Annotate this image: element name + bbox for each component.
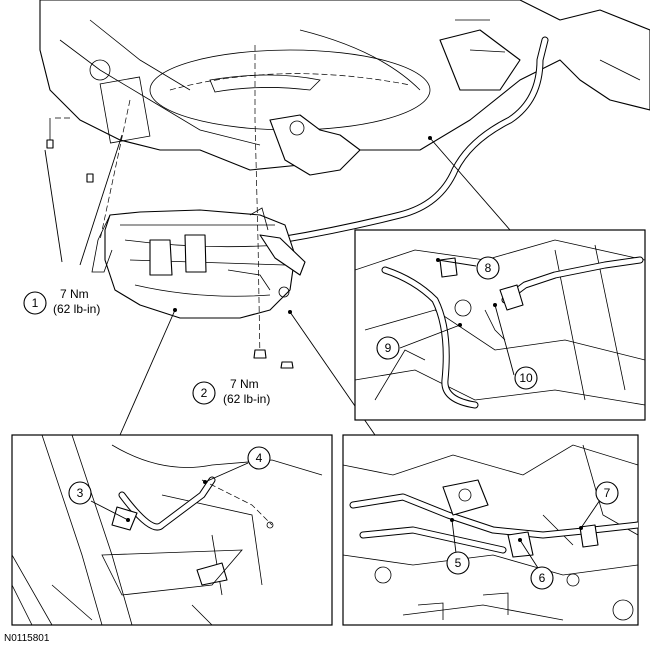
callout-number: 1 bbox=[32, 296, 39, 310]
callout-7: 7 bbox=[595, 481, 619, 505]
detail-panel-lower-left bbox=[11, 434, 333, 626]
callout-number: 8 bbox=[485, 261, 492, 275]
torque-spec-lbin: (62 lb-in) bbox=[53, 302, 100, 316]
callout-number: 5 bbox=[455, 556, 462, 570]
callout-3: 3 bbox=[68, 481, 92, 505]
vehicle-underbody-overview bbox=[39, 0, 650, 369]
callout-number: 7 bbox=[604, 486, 611, 500]
callout-9: 9 bbox=[376, 336, 400, 360]
detail-panel-lower-right bbox=[342, 434, 639, 626]
bolt-icon bbox=[46, 118, 54, 149]
callout-8: 8 bbox=[476, 256, 500, 280]
callout-6: 6 bbox=[530, 566, 554, 590]
callout-number: 10 bbox=[519, 371, 533, 385]
callout-number: 6 bbox=[539, 571, 546, 585]
callout-1: 1 bbox=[23, 291, 47, 315]
figure-id: N0115801 bbox=[4, 633, 50, 644]
callout-2: 2 bbox=[192, 381, 216, 405]
torque-spec-lbin: (62 lb-in) bbox=[223, 392, 270, 406]
bolt-icon bbox=[86, 173, 94, 183]
callout-number: 4 bbox=[256, 451, 263, 465]
callout-4: 4 bbox=[247, 446, 271, 470]
callout-number: 3 bbox=[77, 486, 84, 500]
callout-number: 2 bbox=[201, 386, 208, 400]
nut-icon bbox=[253, 349, 294, 369]
torque-spec-nm: 7 Nm bbox=[60, 287, 89, 301]
callout-5: 5 bbox=[446, 551, 470, 575]
callout-number: 9 bbox=[385, 341, 392, 355]
torque-spec-nm: 7 Nm bbox=[230, 377, 259, 391]
callout-10: 10 bbox=[514, 366, 538, 390]
